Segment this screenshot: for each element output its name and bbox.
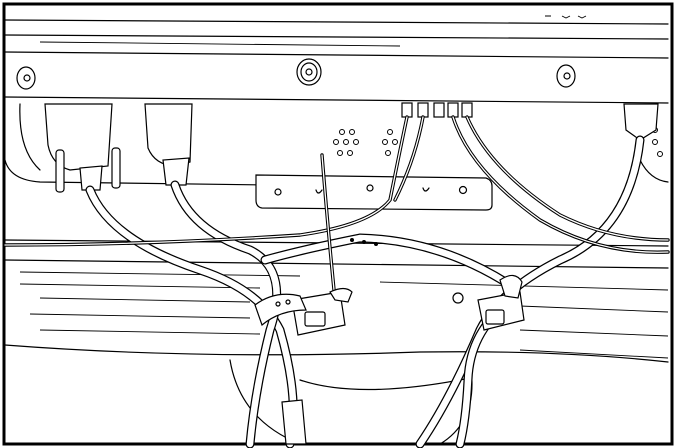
screw-right	[556, 64, 576, 88]
wire-plugs	[401, 102, 473, 118]
vent-holes	[333, 127, 663, 157]
cable-boot-bottom	[281, 399, 307, 445]
bracket-plate	[255, 174, 493, 211]
cable-clamp-left	[254, 287, 353, 336]
top-panel	[4, 15, 669, 104]
video-connector-center	[144, 103, 193, 186]
video-connector-left	[44, 103, 121, 193]
screw-left	[16, 66, 36, 90]
screw-center	[296, 58, 322, 86]
connector-right	[623, 103, 659, 141]
thin-wires	[3, 115, 670, 302]
cable-clamp-right	[452, 274, 525, 331]
cable-tie-dots	[350, 238, 378, 246]
